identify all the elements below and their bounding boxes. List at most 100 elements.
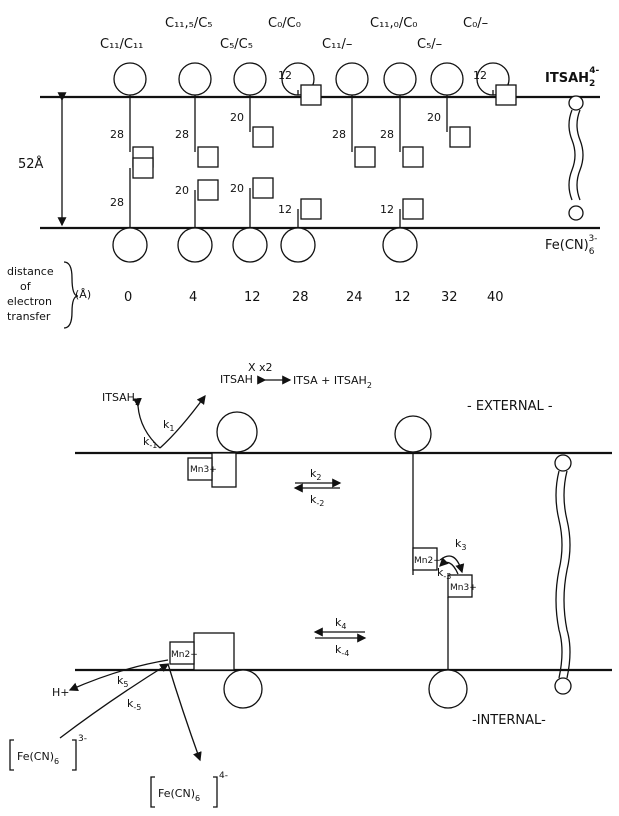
outer-head-group [431,63,463,95]
k5-label: k5 [117,674,128,689]
outer-head-group [179,63,211,95]
pair-labels: C₁₁/C₁₁C₁₁,₅/C₅C₅/C₅C₀/C₀C₁₁/–C₁₁,₀/C₀C₅… [100,16,488,52]
bottom-panel: - EXTERNAL - -INTERNAL- Mn3+ Mn2+ Mn3+ k… [10,361,612,807]
outer-head-group [114,63,146,95]
outer-mn-box [403,147,423,167]
k1-label: k1 [163,418,174,433]
head-group-bottom-right [429,670,467,708]
inner-head-group [281,228,315,262]
km5-reverse-arrow [60,664,168,738]
pair-label: C₅/C₅ [220,37,253,52]
label-itsah2-4minus: ITSAH24- [545,66,600,89]
inner-head-group [233,228,267,262]
transfer-distance: 4 [189,290,197,305]
inner-head-group [178,228,212,262]
outer-chain-length: 28 [110,128,124,141]
amphiphile-pair: 12 [473,63,516,105]
outer-chain-length: 20 [230,111,244,124]
head-group-top-left [217,412,257,452]
fecn6-4minus-label: Fe(CN)6 4- [151,771,228,807]
svg-text:distance: distance [7,265,54,278]
km3-label: k-3 [437,566,451,581]
itsah-label: ITSAH [220,373,253,386]
outer-chain-length: 12 [473,69,487,82]
fecn6-3minus-label: Fe(CN)6 3- [10,734,87,770]
mn2-bottom-label: Mn2+ [171,650,198,660]
fecn4-arrow [168,664,200,760]
distance-values: 0 4 12 28 24 12 32 40 [124,290,504,305]
lipid-molecule [569,96,583,220]
inner-chain-length: 12 [278,203,292,216]
outer-chain-length: 28 [175,128,189,141]
transfer-distance: 24 [346,290,363,305]
outer-mn-box [253,127,273,147]
inner-mn-box [253,178,273,198]
internal-label: -INTERNAL- [472,713,546,728]
svg-text:electron: electron [7,295,52,308]
amphiphile-pair: 28 [332,63,375,167]
svg-text:(Å): (Å) [75,288,91,301]
outer-chain-length: 28 [332,128,346,141]
inner-chain-length: 12 [380,203,394,216]
external-label: - EXTERNAL - [467,399,553,414]
outer-chain-length: 12 [278,69,292,82]
inner-head-group [113,228,147,262]
amphiphile-pair: 28 20 [175,63,218,262]
pair-label: C₀/– [463,16,488,31]
transfer-distance: 40 [487,290,504,305]
inner-mn-box [133,158,153,178]
transfer-distance: 0 [124,290,132,305]
outer-chain-length: 28 [380,128,394,141]
inner-chain-length: 20 [230,182,244,195]
km2-label: k-2 [310,493,324,508]
inner-mn-box [403,199,423,219]
head-group-bottom-left [224,670,262,708]
k4-label: k4 [335,616,346,631]
km4-label: k-4 [335,643,349,658]
amphiphile-pair: 12 12 [278,63,321,262]
products-label: ITSA + ITSAH2 [293,374,372,390]
distance-caption: distance of electron transfer (Å) [7,262,91,328]
outer-head-group [384,63,416,95]
outer-chain-length: 20 [427,111,441,124]
outer-mn-box [496,85,516,105]
amphiphile-pair: 28 28 [110,63,153,262]
pair-label: C₁₁,₀/C₀ [370,16,418,31]
svg-text:4-: 4- [219,771,228,781]
inner-head-group [383,228,417,262]
transfer-distance: 32 [441,290,458,305]
svg-text:Fe(CN)6: Fe(CN)6 [17,750,59,766]
mn2-right-label: Mn2+ [414,556,441,566]
thickness-label: 52Å [18,156,44,172]
pair-label: C₁₁/– [322,37,352,52]
transfer-distance: 12 [244,290,261,305]
itsah2-label: ITSAH2 [102,391,140,407]
inner-mn-box [301,199,321,219]
inner-chain-length: 20 [175,184,189,197]
svg-text:of: of [20,280,32,293]
outer-head-group [336,63,368,95]
outer-mn-box [301,85,321,105]
amphiphile-pair: 20 [427,63,470,147]
pair-label: C₀/C₀ [268,16,301,31]
lipid-molecule-2 [555,455,571,694]
k2-label: k2 [310,467,321,482]
amphiphile-pair: 28 12 [380,63,423,262]
pair-label: C₁₁,₅/C₅ [165,16,213,31]
inner-mn-box [198,180,218,200]
svg-text:transfer: transfer [7,310,51,323]
pair-label: C₁₁/C₁₁ [100,37,143,52]
inner-chain-length: 28 [110,196,124,209]
head-group-top-right [395,416,431,452]
label-fecn6-3minus: Fe(CN)63- [545,234,597,257]
outer-mn-box [198,147,218,167]
svg-text:Fe(CN)6: Fe(CN)6 [158,787,200,803]
outer-mn-box [450,127,470,147]
transfer-distance: 12 [394,290,411,305]
hplus-label: H+ [52,686,70,699]
mn3-right-label: Mn3+ [450,583,477,593]
transfer-distance: 28 [292,290,309,305]
